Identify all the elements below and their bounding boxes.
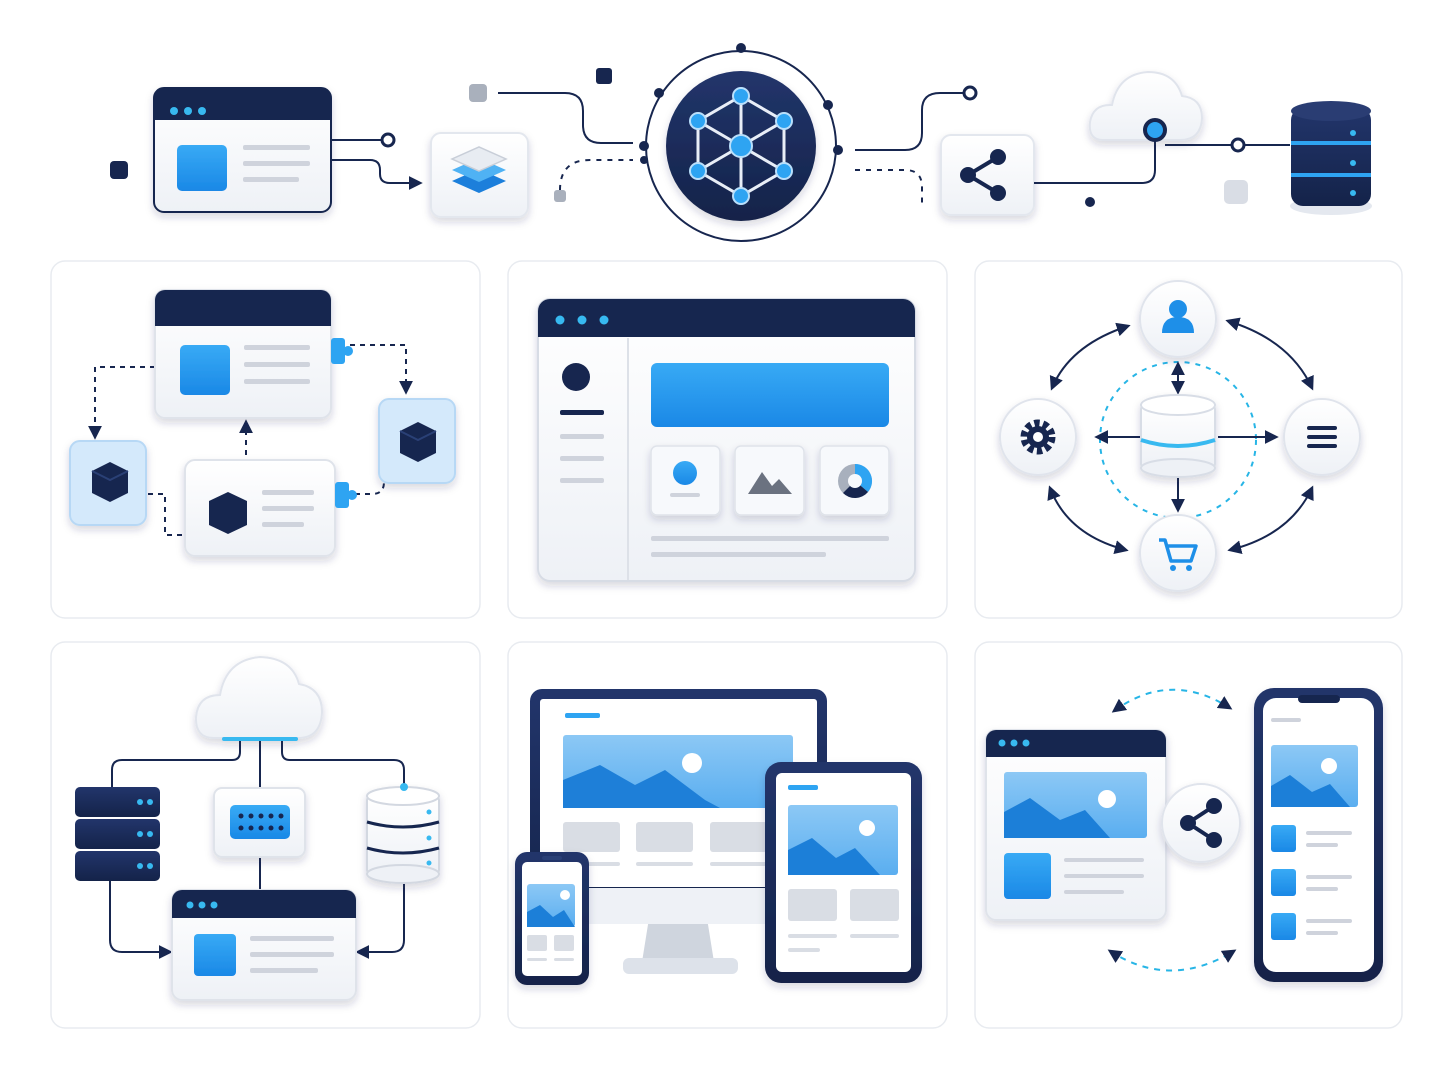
deco-dot [1085,197,1095,207]
connector-arrow [331,159,423,190]
connector-node [1143,118,1167,142]
database-icon [1140,394,1216,478]
pie-chart-icon [838,463,873,498]
cycle-arrow [1047,485,1129,554]
cycle-arrow [1225,317,1314,391]
cube-icon [400,422,436,462]
sidebar-line [560,434,604,439]
cloud-link [111,741,241,787]
gear-icon [1020,419,1056,455]
widget-card [734,445,805,516]
component-flow-illustration [69,289,456,557]
cube-tile-right [378,398,456,484]
connector-node [1230,137,1246,153]
connector-line [855,92,970,151]
cycle-arrow [1227,485,1314,555]
browser-window-icon [153,87,332,213]
browser-window-icon [171,889,357,1001]
keypad-module-icon [213,787,306,858]
deco-square [469,84,487,102]
puzzle-connector-icon [331,338,353,364]
flow-arrow [88,366,155,440]
cloud-icon [1088,70,1204,141]
tablet-icon [765,762,922,983]
server-rack-icon [75,787,160,881]
connector-node [962,85,978,101]
deco-square [1224,180,1248,204]
cloud-icon [194,655,324,741]
database-icon [366,786,440,884]
header-strip [110,43,1372,242]
infra-arrow [109,880,173,959]
cloud-link [281,741,405,787]
user-icon [1162,300,1194,333]
phone-icon [1254,688,1383,982]
responsive-devices-illustration [515,689,922,985]
data-hub-illustration [999,280,1361,592]
sidebar-line [560,456,604,461]
cube-icon [92,462,128,502]
connector-dashed [559,159,633,191]
image-icon [748,472,792,494]
sync-arrow-top [1111,688,1233,713]
cart-node [1139,514,1217,592]
connector-line [1034,132,1156,184]
sidebar-line [560,410,604,415]
cycle-arrow [1049,322,1131,391]
connector-line [498,92,633,144]
browser-window-icon [985,729,1167,921]
cloud-infrastructure-illustration [75,655,440,1001]
layers-icon [430,132,529,218]
dot-icon [673,461,697,485]
connector-node [380,132,396,148]
sidebar-line [560,478,604,483]
connector-node [400,783,408,791]
avatar-icon [562,363,590,391]
cube-tile-left [69,440,147,526]
hero-banner [651,363,889,427]
cross-device-sync-illustration [985,688,1383,982]
share-icon [940,134,1035,216]
component-card [184,459,336,557]
connector-dashed [855,169,923,205]
deco-square [596,68,612,84]
browser-window-icon [154,289,332,419]
sync-arrow-bottom [1107,949,1237,972]
dashboard-window [537,298,916,582]
puzzle-connector-icon [335,482,357,508]
cart-icon [1159,538,1198,571]
infra-arrow [355,882,405,959]
database-icon [1290,101,1372,215]
list-icon [1307,426,1337,448]
deco-square [554,190,566,202]
deco-square [110,161,128,179]
network-hub-icon [639,50,843,242]
phone-icon [515,852,589,985]
share-icon [1161,783,1241,863]
monitor-icon [530,689,827,974]
cube-icon [209,492,247,534]
